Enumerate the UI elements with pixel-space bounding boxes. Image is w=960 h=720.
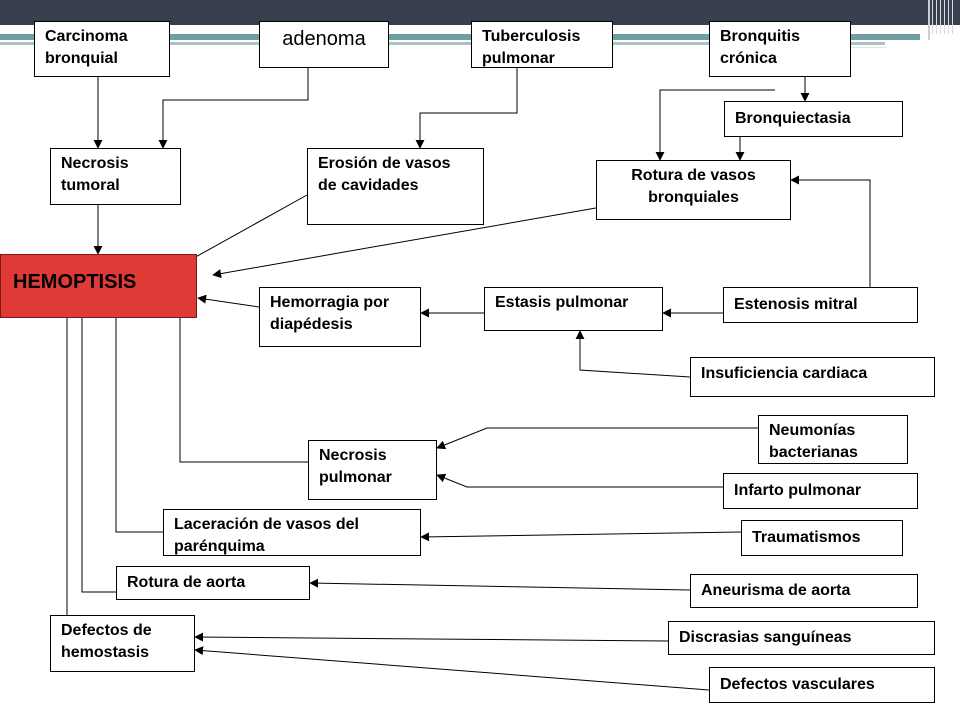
header-stripe-thin — [0, 42, 885, 45]
arrow-adenoma-to-necrosis-tumoral — [158, 68, 309, 149]
node-laceracion-vasos-parenquima: Laceración de vasos del parénquima — [163, 509, 421, 556]
arrow-aneurisma-to-rotura-aorta — [309, 578, 691, 591]
arrow-insuficiencia-to-estasis — [575, 330, 691, 378]
node-tuberculosis-pulmonar: Tuberculosis pulmonar — [471, 21, 613, 68]
node-neumonias-bacterianas: Neumonías bacterianas — [758, 415, 908, 464]
arrow-erosion-to-hemoptisis — [182, 194, 308, 265]
node-adenoma: adenoma — [259, 21, 389, 68]
node-estasis-pulmonar: Estasis pulmonar — [484, 287, 663, 331]
arrow-neumonias-to-necrosis-pulmonar — [436, 427, 758, 450]
node-insuficiencia-cardiaca: Insuficiencia cardiaca — [690, 357, 935, 397]
header-stripe — [0, 34, 920, 40]
node-aneurisma-aorta: Aneurisma de aorta — [690, 574, 918, 608]
header-bar — [0, 0, 960, 25]
node-necrosis-pulmonar: Necrosis pulmonar — [308, 440, 437, 500]
node-discrasias-sanguineas: Discrasias sanguíneas — [668, 621, 935, 655]
arrow-defectos-vasculares-to-defectos-hemostasis — [194, 646, 710, 691]
node-estenosis-mitral: Estenosis mitral — [723, 287, 918, 323]
corner-decoration-line — [928, 0, 930, 40]
node-rotura-vasos-bronquiales: Rotura de vasos bronquiales — [596, 160, 791, 220]
node-bronquitis-cronica: Bronquitis crónica — [709, 21, 851, 77]
arrow-rotura-aorta-to-hemoptisis — [77, 297, 116, 593]
node-infarto-pulmonar: Infarto pulmonar — [723, 473, 918, 509]
node-rotura-aorta: Rotura de aorta — [116, 566, 310, 600]
node-defectos-hemostasis: Defectos de hemostasis — [50, 615, 195, 672]
node-hemorragia-diapedesis: Hemorragia por diapédesis — [259, 287, 421, 347]
corner-decoration — [928, 0, 956, 34]
node-hemoptisis: HEMOPTISIS — [0, 254, 197, 318]
node-defectos-vasculares: Defectos vasculares — [709, 667, 935, 703]
arrow-infarto-to-necrosis-pulmonar — [436, 473, 723, 488]
arrow-discrasias-to-defectos-hemostasis — [194, 632, 669, 642]
arrow-tuberculosis-to-erosion — [415, 68, 518, 149]
arrow-laceracion-to-hemoptisis — [111, 297, 163, 533]
node-traumatismos: Traumatismos — [741, 520, 903, 556]
node-bronquiectasia: Bronquiectasia — [724, 101, 903, 137]
arrow-estenosis-to-rotura-vasos — [790, 175, 871, 287]
arrow-diapedesis-to-hemoptisis — [197, 294, 260, 308]
node-carcinoma-bronquial: Carcinoma bronquial — [34, 21, 170, 77]
arrow-traumatismos-to-laceracion — [420, 531, 742, 542]
node-necrosis-tumoral: Necrosis tumoral — [50, 148, 181, 205]
node-erosion-vasos-cavidades: Erosión de vasos de cavidades — [307, 148, 484, 225]
